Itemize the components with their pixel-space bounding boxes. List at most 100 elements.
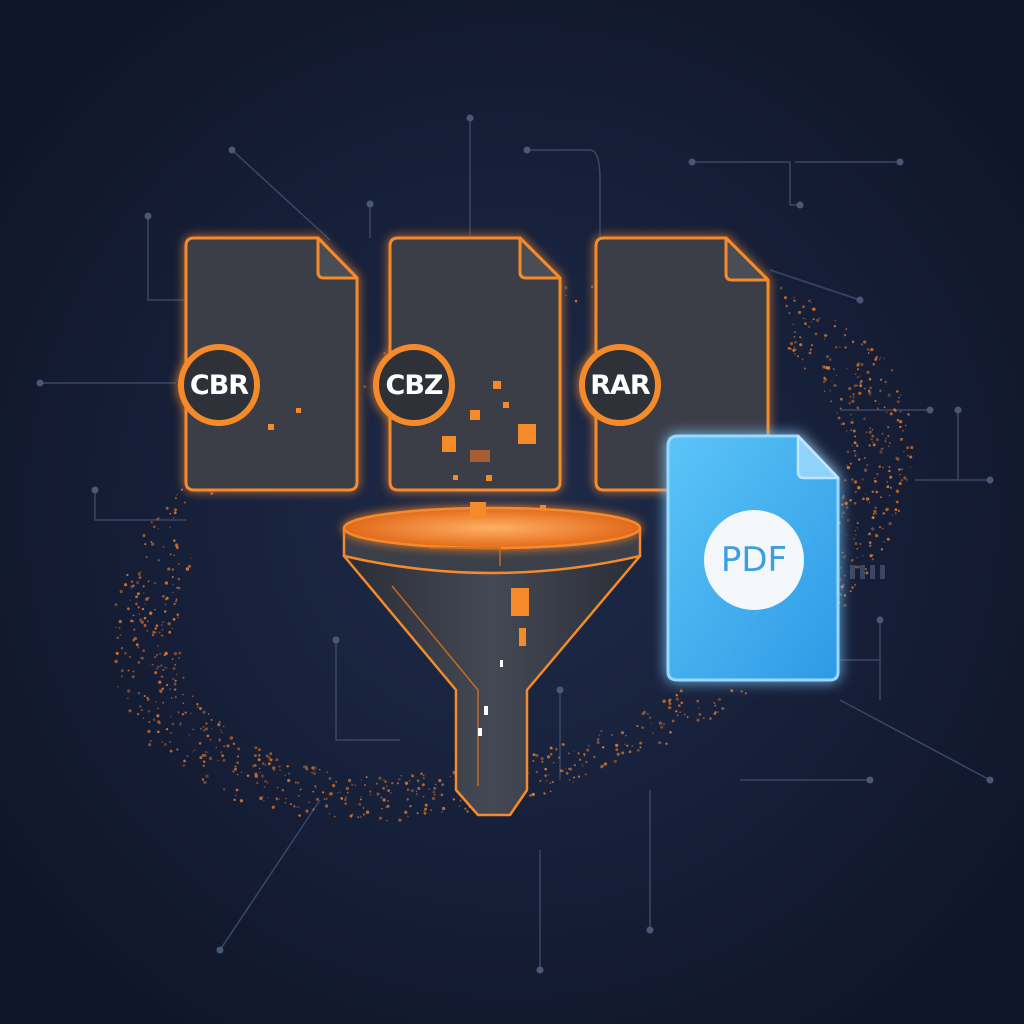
particle-dot	[658, 721, 662, 725]
particle-dot	[114, 659, 118, 664]
particle-dot	[887, 435, 890, 438]
particle-dot	[132, 614, 135, 617]
particle-dot	[620, 731, 625, 735]
particle-dot	[232, 742, 236, 746]
particle-dot	[239, 799, 244, 803]
circuit-node	[986, 476, 994, 484]
particle-dot	[236, 761, 239, 765]
particle-dot	[146, 698, 150, 701]
particle-dot	[117, 686, 119, 688]
particle-dot	[865, 431, 868, 434]
particle-dot	[173, 652, 178, 656]
particle-dot	[896, 457, 900, 461]
particle-dot	[803, 367, 806, 370]
particle-dot	[833, 383, 837, 388]
particle-dot	[793, 296, 795, 299]
particle-dot	[193, 749, 196, 752]
particle-dot	[127, 689, 131, 693]
particle-dot	[883, 357, 885, 360]
particle-dot	[853, 537, 856, 540]
particle-dot	[564, 285, 568, 290]
particle-dot	[162, 595, 165, 598]
particle-dot	[899, 425, 902, 429]
particle-dot	[139, 618, 143, 622]
particle-dot	[621, 751, 625, 755]
particle-dot	[829, 390, 831, 392]
particle-dot	[202, 729, 206, 732]
particle-dot	[174, 544, 177, 547]
particle-dot	[178, 656, 181, 659]
particle-dot	[851, 478, 854, 481]
particle-dot	[583, 754, 586, 757]
particle-dot	[870, 527, 875, 531]
particle-dot	[828, 358, 832, 361]
particle-dot	[130, 619, 133, 623]
circuit-node	[646, 926, 654, 934]
particle-dot	[577, 775, 581, 778]
particle-dot	[154, 655, 157, 659]
particle-dot	[132, 638, 136, 642]
particle-dot	[834, 346, 838, 349]
particle-dot	[577, 752, 580, 755]
particle-dot	[850, 429, 853, 432]
particle-dot	[783, 296, 787, 300]
particle-dot	[432, 790, 436, 794]
particle-dot	[868, 541, 872, 544]
particle-dot	[852, 418, 854, 420]
particle-dot	[417, 786, 421, 791]
particle-dot	[229, 736, 234, 740]
circuit-node	[896, 158, 904, 166]
particle-dot	[871, 428, 874, 431]
particle-dot	[386, 804, 390, 808]
particle-dot	[624, 734, 627, 737]
particle-dot	[823, 337, 826, 340]
particle-dot	[237, 747, 241, 751]
particle-dot	[128, 655, 132, 659]
particle-dot	[299, 788, 302, 791]
particle-dot	[714, 711, 717, 714]
particle-dot	[434, 783, 437, 786]
particle-dot	[416, 779, 420, 783]
particle-dot	[182, 694, 184, 696]
particle-dot	[211, 727, 213, 730]
particle-dot	[376, 792, 380, 796]
particle-dot	[846, 368, 848, 370]
particle-dot	[337, 791, 339, 794]
particle-dot	[257, 758, 261, 762]
cbz-format-label: CBZ	[385, 369, 444, 401]
particle-dot	[169, 526, 171, 528]
particle-dot	[909, 455, 913, 459]
particle-dot	[863, 468, 868, 472]
particle-dot	[344, 796, 348, 799]
particle-dot	[151, 663, 154, 666]
particle-dot	[129, 599, 131, 601]
particle-dot	[662, 699, 666, 703]
particle-dot	[590, 285, 594, 289]
particle-dot	[297, 794, 300, 797]
particle-dot	[416, 812, 419, 815]
particle-dot	[406, 788, 410, 791]
particle-dot	[154, 608, 156, 611]
particle-dot	[296, 806, 299, 808]
particle-dot	[161, 741, 164, 743]
particle-dot	[168, 630, 172, 634]
particle-dot	[175, 543, 179, 547]
particle-dot	[128, 709, 132, 713]
particle-dot	[856, 548, 858, 550]
particle-dot	[875, 490, 879, 494]
particle-dot	[613, 759, 617, 764]
particle-dot	[849, 590, 852, 593]
particle-dot	[667, 705, 672, 710]
particle-dot	[166, 667, 168, 669]
particle-dot	[895, 500, 899, 504]
particle-dot	[709, 717, 712, 720]
particle-dot	[312, 808, 315, 811]
particle-dot	[168, 688, 171, 691]
particle-dot	[120, 669, 124, 673]
particle-dot	[535, 753, 539, 758]
particle-dot	[532, 759, 535, 763]
particle-dot	[544, 774, 547, 777]
particle-dot	[675, 697, 679, 701]
particle-dot	[859, 375, 862, 377]
